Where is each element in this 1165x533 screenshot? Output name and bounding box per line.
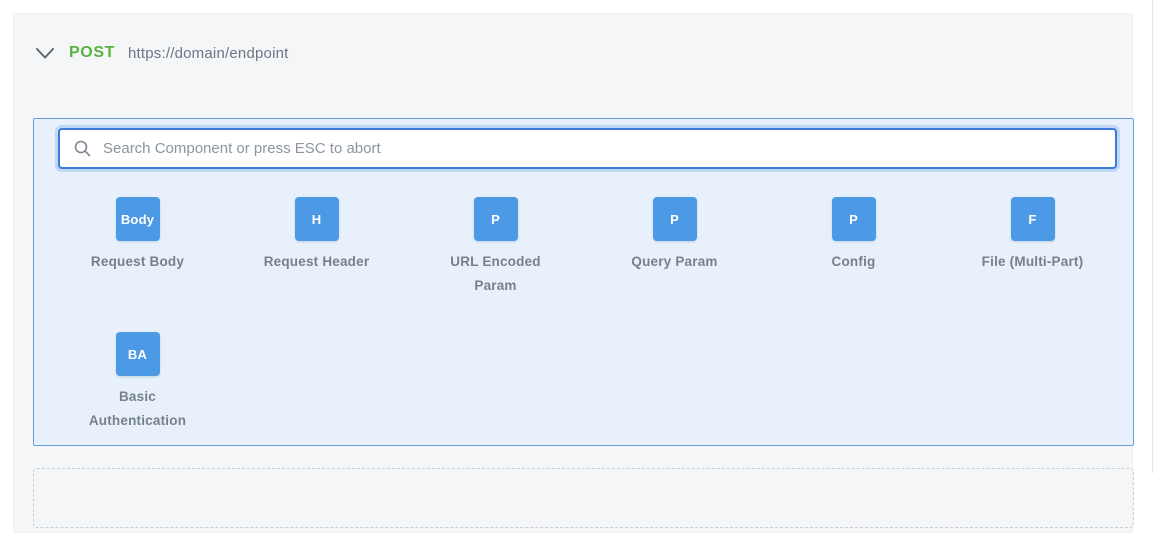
chevron-down-icon[interactable] [36,47,54,59]
component-label: Config [831,254,876,269]
component-label: Request Body [90,254,185,269]
component-item-request-header[interactable]: H Request Header [227,197,406,332]
component-item-config[interactable]: P Config [764,197,943,332]
component-label: Query Param [631,254,718,269]
file-multipart-icon[interactable]: F [1010,197,1055,241]
url-encoded-param-icon[interactable]: P [473,197,518,241]
request-body-icon[interactable]: Body [115,197,160,241]
component-search-box[interactable] [58,128,1117,169]
component-palette: Body Request Body H Request Header P URL… [33,118,1134,446]
page-right-divider [1152,0,1153,473]
config-icon[interactable]: P [831,197,876,241]
component-item-basic-authentication[interactable]: BA Basic Authentication [48,332,227,467]
component-grid: Body Request Body H Request Header P URL… [48,197,1122,467]
query-param-icon[interactable]: P [652,197,697,241]
component-item-query-param[interactable]: P Query Param [585,197,764,332]
component-item-url-encoded-param[interactable]: P URL Encoded Param [406,197,585,332]
request-header: POST https://domain/endpoint [36,40,289,66]
search-icon [74,140,91,157]
component-label: Basic Authentication [88,389,187,428]
component-item-request-body[interactable]: Body Request Body [48,197,227,332]
component-search-input[interactable] [103,140,1101,157]
component-label: Request Header [263,254,370,269]
request-card: POST https://domain/endpoint Body Reques… [13,13,1134,533]
http-method-badge: POST [69,44,115,61]
request-url: https://domain/endpoint [127,44,289,62]
component-label: File (Multi-Part) [981,254,1084,269]
component-drop-zone [33,468,1134,528]
component-label: URL Encoded Param [450,254,541,293]
basic-authentication-icon[interactable]: BA [115,332,160,376]
request-header-icon[interactable]: H [294,197,339,241]
component-item-file-multipart[interactable]: F File (Multi-Part) [943,197,1122,332]
